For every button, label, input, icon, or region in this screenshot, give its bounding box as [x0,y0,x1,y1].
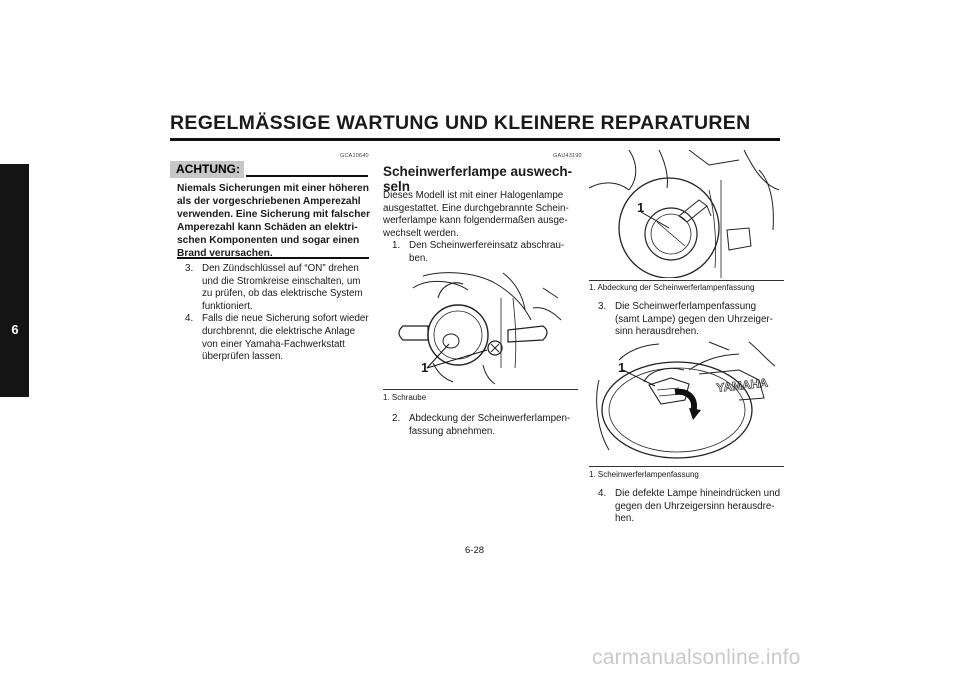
step-line: Die Scheinwerferlampenfassung [615,301,757,312]
step-text: Den Scheinwerfereinsatz abschrau- ben. [409,240,582,265]
achtung-rule [246,175,368,177]
page-header-title: REGELMÄSSIGE WARTUNG UND KLEINERE REPARA… [170,112,751,134]
step-number: 4. [185,313,194,325]
step-line: ben. [409,252,429,264]
step-number: 2. [392,413,401,424]
step-line: sinn herausdrehen. [615,326,699,338]
intro-line: werferlampe kann folgendermaßen ausge- [383,215,568,227]
step-item: 4. Falls die neue Sicherung sofort wiede… [185,313,375,363]
figure1-caption: 1. Schraube [383,393,427,402]
intro-line: Dieses Modell ist mit einer Halogenlampe [383,190,564,201]
step-text: Den Zündschlüssel auf “ON” drehen und di… [202,263,375,313]
step-line: überprüfen lassen. [202,351,284,363]
warning-text: Niemals Sicherungen mit einer höheren al… [177,182,372,261]
step-text: Die defekte Lampe hineindrücken und gege… [615,488,788,526]
step-line: (samt Lampe) gegen den Uhrzeiger- [615,313,773,325]
watermark-text: carmanualsonline.info [592,646,801,669]
figure-headlight-screw: 1 [383,268,578,385]
socket-cover-illustration [589,150,780,278]
step-item: 3. Die Scheinwerferlampenfassung (samt L… [598,301,788,339]
warning-line: Niemals Sicherungen mit einer höheren [177,183,369,194]
section-code: GAU43190 [553,153,582,159]
step-item: 1. Den Scheinwerfereinsatz abschrau- ben… [392,240,582,265]
step-line: fassung abnehmen. [409,425,496,437]
figure1-callout: 1 [421,360,429,375]
figure3-callout: 1 [618,360,626,375]
section-title: Scheinwerferlampe auswech- seln [383,164,583,194]
step-number: 3. [185,263,194,274]
intro-line: wechselt werden. [383,227,459,239]
section-title-line: seln [383,179,411,194]
warning-end-rule [177,257,369,259]
warning-line: als der vorgeschriebenen Amperezahl [177,196,361,208]
lamp-socket-illustration: YAMAHA [596,341,776,459]
step-line: Den Scheinwerfereinsatz abschrau- [409,240,565,251]
steps-list-left: 3. Den Zündschlüssel auf “ON” drehen und… [185,263,375,364]
intro-paragraph: Dieses Modell ist mit einer Halogenlampe… [383,190,583,240]
chapter-number: 6 [11,322,19,337]
step-line: Falls die neue Sicherung sofort wieder [202,313,369,325]
step-line: Die defekte Lampe hineindrücken und [615,488,781,499]
step-line: Den Zündschlüssel auf “ON” drehen [202,263,359,274]
step-4: 4. Die defekte Lampe hineindrücken und g… [598,488,788,526]
achtung-badge: ACHTUNG: [170,161,244,178]
step-line: zu prüfen, ob das elektrische System [202,288,363,300]
step-line: hen. [615,513,635,525]
step-text: Die Scheinwerferlampenfassung (samt Lamp… [615,301,788,339]
step-line: gegen den Uhrzeigersinn herausdre- [615,500,775,512]
warning-line: Amperezahl kann Schäden an elektri- [177,222,358,234]
section-title-line: Scheinwerferlampe auswech- [383,164,573,179]
figure3-caption: 1. Scheinwerferlampenfassung [589,470,699,479]
figure-lamp-socket: YAMAHA 1 [589,340,784,460]
step-line: von einer Yamaha-Fachwerkstatt [202,338,345,350]
chapter-tab [0,164,29,397]
warning-line: verwenden. Eine Sicherung mit falscher [177,209,371,221]
warning-code: GCA10640 [340,153,369,159]
warning-line: Brand verursachen. [177,248,273,260]
step-item: 3. Den Zündschlüssel auf “ON” drehen und… [185,263,375,313]
figure3-caption-rule [589,466,784,467]
step-2: 2. Abdeckung der Scheinwerferlampen- fas… [392,413,582,438]
step-number: 1. [392,240,401,251]
figure-socket-cover: 1 [589,150,784,278]
headlight-illustration [398,272,562,385]
page-number: 6-28 [465,545,485,556]
figure2-caption: 1. Abdeckung der Scheinwerferlampenfassu… [589,283,755,292]
step-line: und die Stromkreise einschalten, um [202,275,361,287]
step-line: funktioniert. [202,300,253,312]
header-rule [170,138,780,141]
step-line: Abdeckung der Scheinwerferlampen- [409,413,571,424]
step-number: 4. [598,488,607,499]
figure2-callout: 1 [637,200,645,215]
step-line: durchbrennt, die elektrische Anlage [202,325,356,337]
step-text: Falls die neue Sicherung sofort wieder d… [202,313,375,363]
intro-line: ausgestattet. Eine durchgebrannte Schein… [383,202,569,214]
step-3: 3. Die Scheinwerferlampenfassung (samt L… [598,301,788,339]
step-item: 2. Abdeckung der Scheinwerferlampen- fas… [392,413,582,438]
step-1: 1. Den Scheinwerfereinsatz abschrau- ben… [392,240,582,265]
step-text: Abdeckung der Scheinwerferlampen- fassun… [409,413,582,438]
yamaha-logo-text: YAMAHA [716,376,769,395]
step-item: 4. Die defekte Lampe hineindrücken und g… [598,488,788,526]
figure2-caption-rule [589,280,784,281]
warning-line: schen Komponenten und sogar einen [177,235,360,247]
step-number: 3. [598,301,607,312]
figure1-caption-rule [383,389,578,390]
